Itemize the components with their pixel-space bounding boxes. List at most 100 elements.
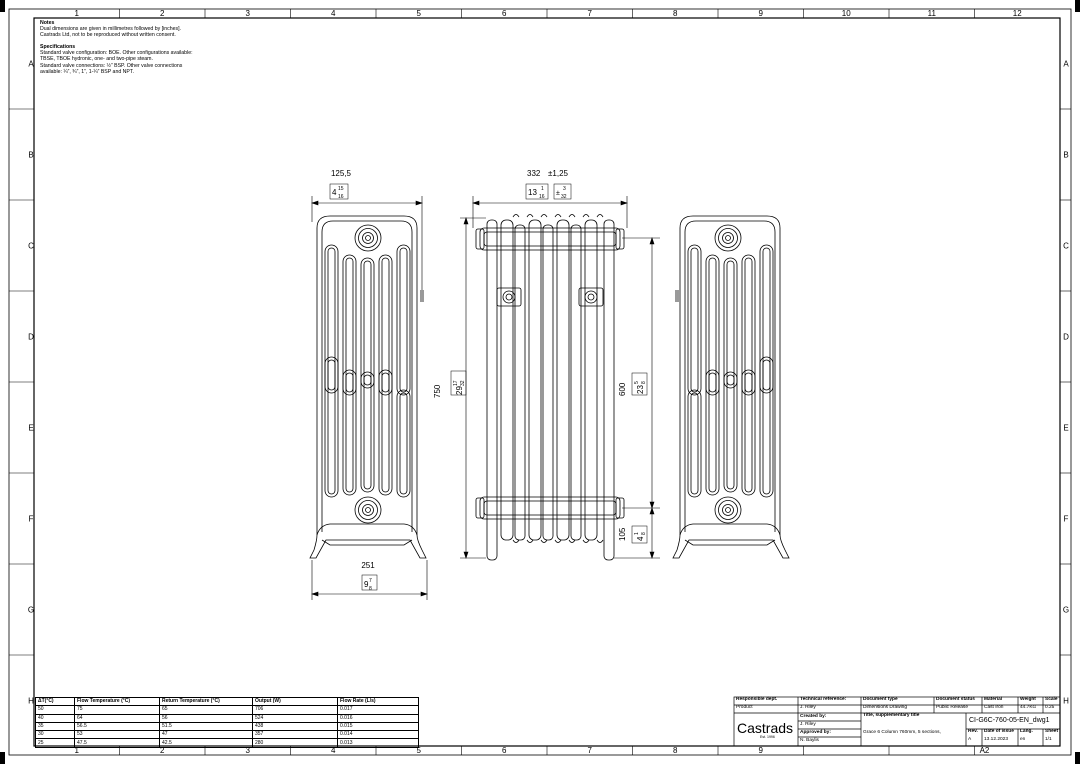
scale: 0.25 bbox=[1045, 705, 1055, 710]
table-cell: 42.5 bbox=[159, 738, 253, 748]
date-of-issue: 13.12.2023 bbox=[984, 737, 1009, 742]
notes-line: Castrads Ltd, not to be reproduced witho… bbox=[40, 32, 176, 39]
corner-mark bbox=[0, 752, 5, 764]
floor-in-num: 1 bbox=[634, 532, 640, 535]
column-label-top: 5 bbox=[417, 9, 422, 18]
width-tol-in-num: 3 bbox=[563, 186, 566, 192]
column-label-top: 7 bbox=[588, 9, 593, 18]
grid-marks bbox=[9, 9, 1071, 755]
spec-line: Standard valve connections: ½” BSP. Othe… bbox=[40, 62, 183, 69]
notes-block: Notes Dual dimensions are given in milli… bbox=[40, 20, 193, 75]
column-label-top: 10 bbox=[842, 9, 851, 18]
table-row: 35 56.5 51.5 438 0.015 bbox=[35, 721, 419, 732]
table-cell: 56 bbox=[159, 713, 253, 723]
column-label-top: 2 bbox=[160, 9, 165, 18]
floor-mm: 105 bbox=[618, 527, 627, 541]
table-cell: 51.5 bbox=[159, 721, 253, 732]
created-by: J. Riley bbox=[800, 722, 816, 727]
width-tol-sign: ± bbox=[556, 190, 560, 197]
responsible-dept-label: Responsible dept. bbox=[736, 697, 778, 702]
table-cell: 50 bbox=[35, 705, 75, 715]
col-header: ΔT(°C) bbox=[35, 696, 75, 707]
corner-mark bbox=[0, 0, 5, 12]
table-cell: 0.014 bbox=[337, 730, 419, 740]
dimension-lines bbox=[311, 196, 660, 600]
approved-by-label: Approved by: bbox=[800, 730, 831, 735]
width-in-den: 16 bbox=[539, 194, 545, 200]
table-cell: 706 bbox=[252, 705, 338, 715]
notes-heading: Notes bbox=[40, 20, 55, 26]
row-label-left: G bbox=[28, 606, 34, 615]
centres-in-den: 8 bbox=[641, 381, 647, 384]
height-in-num: 17 bbox=[453, 380, 459, 386]
column-label-bottom: 9 bbox=[759, 746, 764, 755]
table-row: 40 64 56 524 0.016 bbox=[35, 713, 419, 723]
row-label-left: F bbox=[29, 515, 34, 524]
spec-line: TBSE, TBOE hydronic, one- and two-pipe s… bbox=[40, 56, 153, 63]
height-in: 29 bbox=[455, 386, 464, 395]
front-view bbox=[475, 214, 625, 561]
row-label-right: D bbox=[1063, 333, 1069, 342]
document-status: Public Release bbox=[936, 705, 968, 710]
depth-in-num: 15 bbox=[338, 186, 344, 192]
column-label-bottom: 3 bbox=[246, 746, 251, 755]
table-cell: 357 bbox=[252, 730, 338, 740]
column-label-bottom: 2 bbox=[160, 746, 165, 755]
width-tol-in-den: 32 bbox=[561, 194, 567, 200]
row-label-right: A bbox=[1063, 60, 1069, 69]
table-cell: 47.5 bbox=[74, 738, 160, 748]
table-cell: 25 bbox=[35, 738, 75, 748]
table-row: 50 75 65 706 0.017 bbox=[35, 705, 419, 715]
column-label-bottom: A2 bbox=[980, 746, 990, 755]
castrads-logo: Castrads bbox=[737, 720, 794, 736]
table-cell: 0.016 bbox=[337, 713, 419, 723]
width-mm: 332 bbox=[527, 169, 541, 178]
col-header: Return Temperature (°C) bbox=[159, 696, 253, 707]
weight: 44.7KG bbox=[1020, 705, 1037, 710]
table-cell: 53 bbox=[74, 730, 160, 740]
row-label-right: E bbox=[1063, 424, 1068, 433]
row-label-right: H bbox=[1063, 697, 1069, 706]
column-label-top: 6 bbox=[502, 9, 507, 18]
performance-table: ΔT(°C) Flow Temperature (°C) Return Temp… bbox=[35, 696, 419, 748]
row-label-left: A bbox=[28, 60, 34, 69]
specifications-heading: Specifications bbox=[40, 44, 76, 51]
width-in: 13 bbox=[528, 188, 537, 197]
spec-line: available: ¼”, ¾”, 1”, 1-¼” BSP and NPT. bbox=[40, 68, 134, 75]
drawing-title: Grace 6 Column 760mm, 5 sections, bbox=[863, 730, 941, 735]
material: Cast Iron bbox=[984, 705, 1004, 710]
row-label-right: B bbox=[1063, 151, 1068, 160]
dimension-text: 125,5 4 15 16 332 ±1,25 13 1 16 ± 3 32 7… bbox=[331, 169, 647, 592]
row-label-right: G bbox=[1063, 606, 1069, 615]
responsible-dept: Product bbox=[736, 705, 753, 710]
foot-in-num: 7 bbox=[369, 578, 372, 584]
centres-in: 23 bbox=[636, 385, 645, 394]
table-cell: 438 bbox=[252, 721, 338, 732]
foot-in: 9 bbox=[364, 580, 369, 589]
foot-in-den: 8 bbox=[369, 586, 372, 592]
technical-ref: J. Riley bbox=[800, 705, 816, 710]
depth-in-den: 16 bbox=[338, 194, 344, 200]
table-header-row: ΔT(°C) Flow Temperature (°C) Return Temp… bbox=[35, 696, 419, 707]
column-label-top: 1 bbox=[75, 9, 80, 18]
table-cell: 524 bbox=[252, 713, 338, 723]
side-view-right bbox=[672, 215, 790, 559]
floor-in: 4 bbox=[636, 536, 645, 541]
width-in-num: 1 bbox=[541, 186, 544, 192]
title-label: Title, supplementary title bbox=[863, 713, 920, 718]
technical-ref-label: Technical reference: bbox=[800, 697, 847, 702]
material-label: Material bbox=[984, 697, 1003, 702]
sheet-label: Sheet bbox=[1045, 729, 1059, 734]
logo-subtitle: Est. 1996 bbox=[760, 735, 775, 739]
dimension-boxes bbox=[329, 183, 648, 591]
column-label-bottom: 5 bbox=[417, 746, 422, 755]
table-cell: 0.017 bbox=[337, 705, 419, 715]
table-cell: 30 bbox=[35, 730, 75, 740]
rev: A bbox=[968, 737, 972, 742]
table-cell: 40 bbox=[35, 713, 75, 723]
table-cell: 64 bbox=[74, 713, 160, 723]
height-in-den: 32 bbox=[460, 380, 466, 386]
table-cell: 280 bbox=[252, 738, 338, 748]
